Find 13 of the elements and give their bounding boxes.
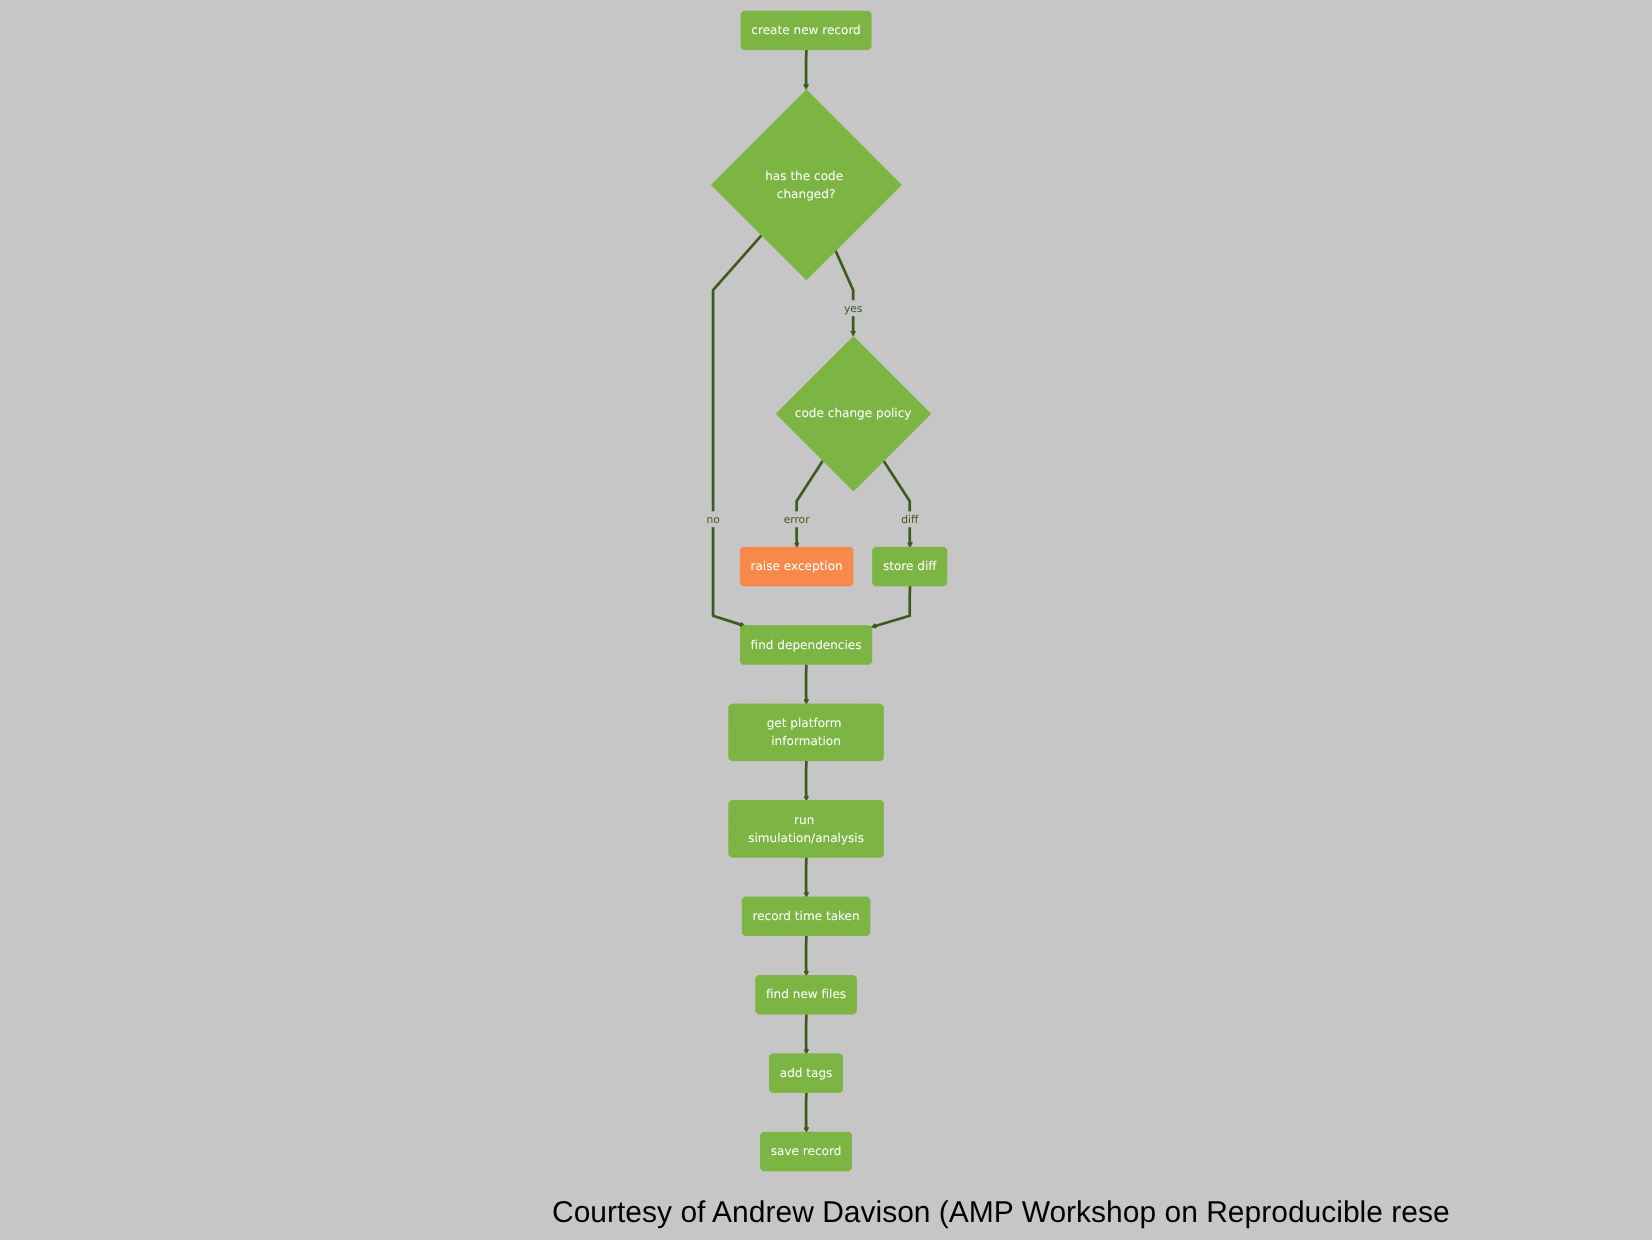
arrow: [802, 1091, 809, 1133]
arrow: [833, 249, 856, 336]
arrow: [802, 1013, 809, 1054]
arrow: [802, 663, 809, 704]
arrow: [802, 934, 809, 976]
arrow: [802, 48, 809, 90]
arrow: [802, 856, 809, 897]
arrow: [802, 759, 809, 801]
arrow: [711, 233, 762, 627]
arrow: [881, 459, 913, 548]
caption: Courtesy of Andrew Davison (AMP Workshop on Reproducible rese: [552, 1196, 1450, 1230]
arrow: [793, 459, 824, 548]
arrow: [870, 584, 911, 628]
